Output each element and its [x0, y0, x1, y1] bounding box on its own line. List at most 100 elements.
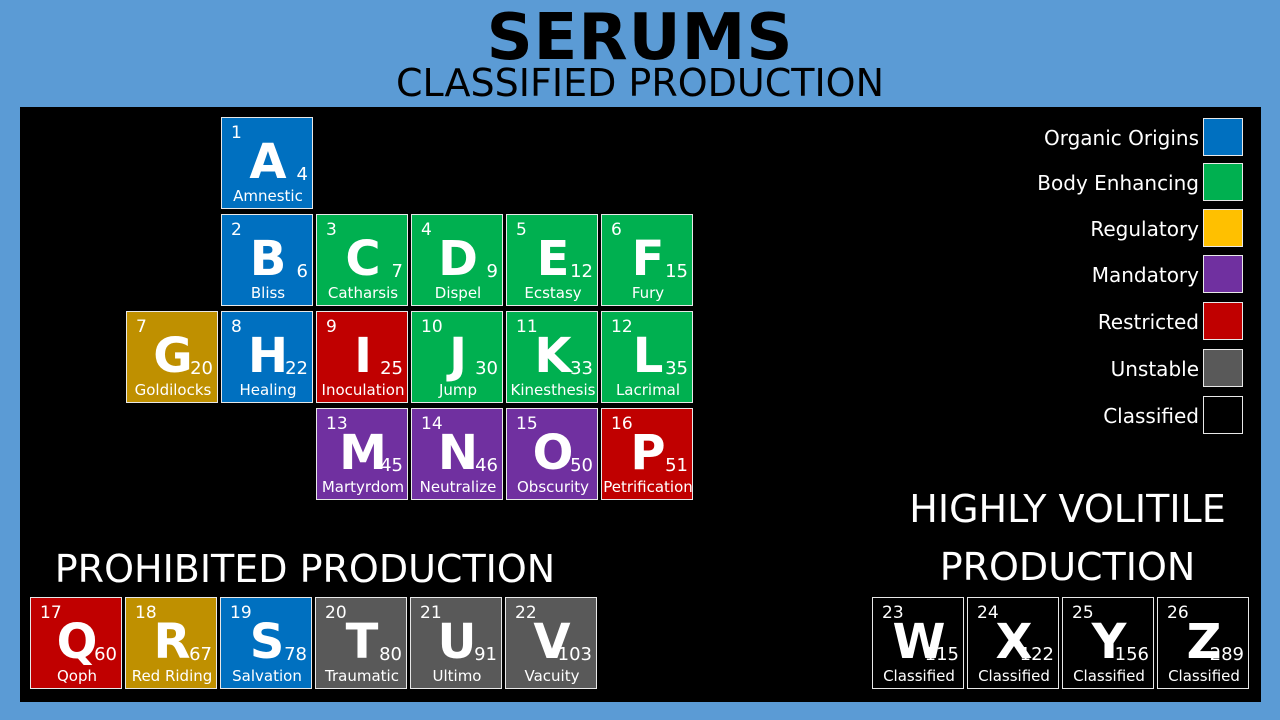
volatile-heading-line1: HIGHLY VOLITILE [909, 487, 1226, 531]
element-symbol: V [533, 614, 571, 670]
element-number: 19 [230, 603, 252, 623]
element-name: Traumatic [325, 667, 399, 685]
element-weight: 35 [665, 358, 688, 379]
element-name: Bliss [250, 284, 286, 302]
legend-item: Regulatory [1005, 209, 1255, 249]
element-number: 11 [516, 317, 538, 337]
element-symbol: S [249, 614, 285, 670]
element-name: Qoph [56, 667, 97, 685]
element-name: Jump [438, 381, 478, 399]
legend-item: Organic Origins [1005, 118, 1255, 158]
element-number: 13 [326, 414, 348, 434]
element-weight: 4 [296, 164, 308, 185]
element-symbol: I [354, 328, 372, 384]
element-number: 4 [421, 220, 432, 240]
element-weight: 15 [665, 261, 688, 282]
element-name: Inoculation [321, 381, 405, 399]
legend-item: Unstable [1005, 349, 1255, 389]
element-name: Classified [1073, 667, 1145, 685]
element-symbol: A [249, 134, 287, 190]
element-symbol: O [532, 425, 574, 481]
element-weight: 30 [475, 358, 498, 379]
element-name: Neutralize [419, 478, 497, 496]
element-number: 24 [977, 603, 999, 623]
element-number: 14 [421, 414, 443, 434]
legend-item: Classified [1005, 396, 1255, 436]
element-symbol: F [631, 231, 665, 287]
legend-item: Mandatory [1005, 255, 1255, 295]
element-symbol: H [247, 328, 289, 384]
element-symbol: W [892, 614, 946, 670]
legend-label: Classified [1103, 404, 1199, 428]
element-weight: 33 [570, 358, 593, 379]
element-number: 12 [611, 317, 633, 337]
element-number: 7 [136, 317, 147, 337]
element-number: 2 [231, 220, 242, 240]
element-name: Healing [239, 381, 297, 399]
element-symbol: E [536, 231, 570, 287]
element-symbol: M [339, 425, 387, 481]
element-number: 20 [325, 603, 347, 623]
legend-swatch [1203, 302, 1243, 340]
legend-swatch [1203, 118, 1243, 156]
element-weight: 67 [189, 644, 212, 665]
element-name: Lacrimal [615, 381, 681, 399]
element-name: Dispel [434, 284, 482, 302]
element-number: 25 [1072, 603, 1094, 623]
element-weight: 156 [1114, 644, 1149, 665]
element-symbol: N [437, 425, 479, 481]
element-symbol: D [438, 231, 478, 287]
legend-label: Unstable [1110, 357, 1199, 381]
element-symbol: T [345, 614, 379, 670]
page-title: SERUMS [486, 1, 794, 75]
element-name: Salvation [232, 667, 302, 685]
element-name: Amnestic [233, 187, 303, 205]
element-number: 9 [326, 317, 337, 337]
element-weight: 80 [379, 644, 402, 665]
element-number: 10 [421, 317, 443, 337]
element-name: Classified [978, 667, 1050, 685]
element-weight: 51 [665, 455, 688, 476]
element-symbol: L [632, 328, 664, 384]
element-symbol: C [345, 231, 381, 287]
element-name: Obscurity [517, 478, 589, 496]
legend-label: Regulatory [1090, 217, 1199, 241]
element-symbol: J [449, 328, 467, 384]
element-weight: 289 [1209, 644, 1244, 665]
element-symbol: K [534, 328, 572, 384]
element-number: 18 [135, 603, 157, 623]
element-name: Petrification [603, 478, 693, 496]
element-name: Kinesthesis [510, 381, 596, 399]
element-number: 22 [515, 603, 537, 623]
element-weight: 50 [570, 455, 593, 476]
element-name: Red Riding [131, 667, 213, 685]
element-number: 26 [1167, 603, 1189, 623]
element-number: 21 [420, 603, 442, 623]
legend-swatch [1203, 349, 1243, 387]
element-weight: 20 [190, 358, 213, 379]
element-weight: 12 [570, 261, 593, 282]
element-number: 8 [231, 317, 242, 337]
element-symbol: P [630, 425, 666, 481]
element-number: 3 [326, 220, 337, 240]
element-weight: 46 [475, 455, 498, 476]
